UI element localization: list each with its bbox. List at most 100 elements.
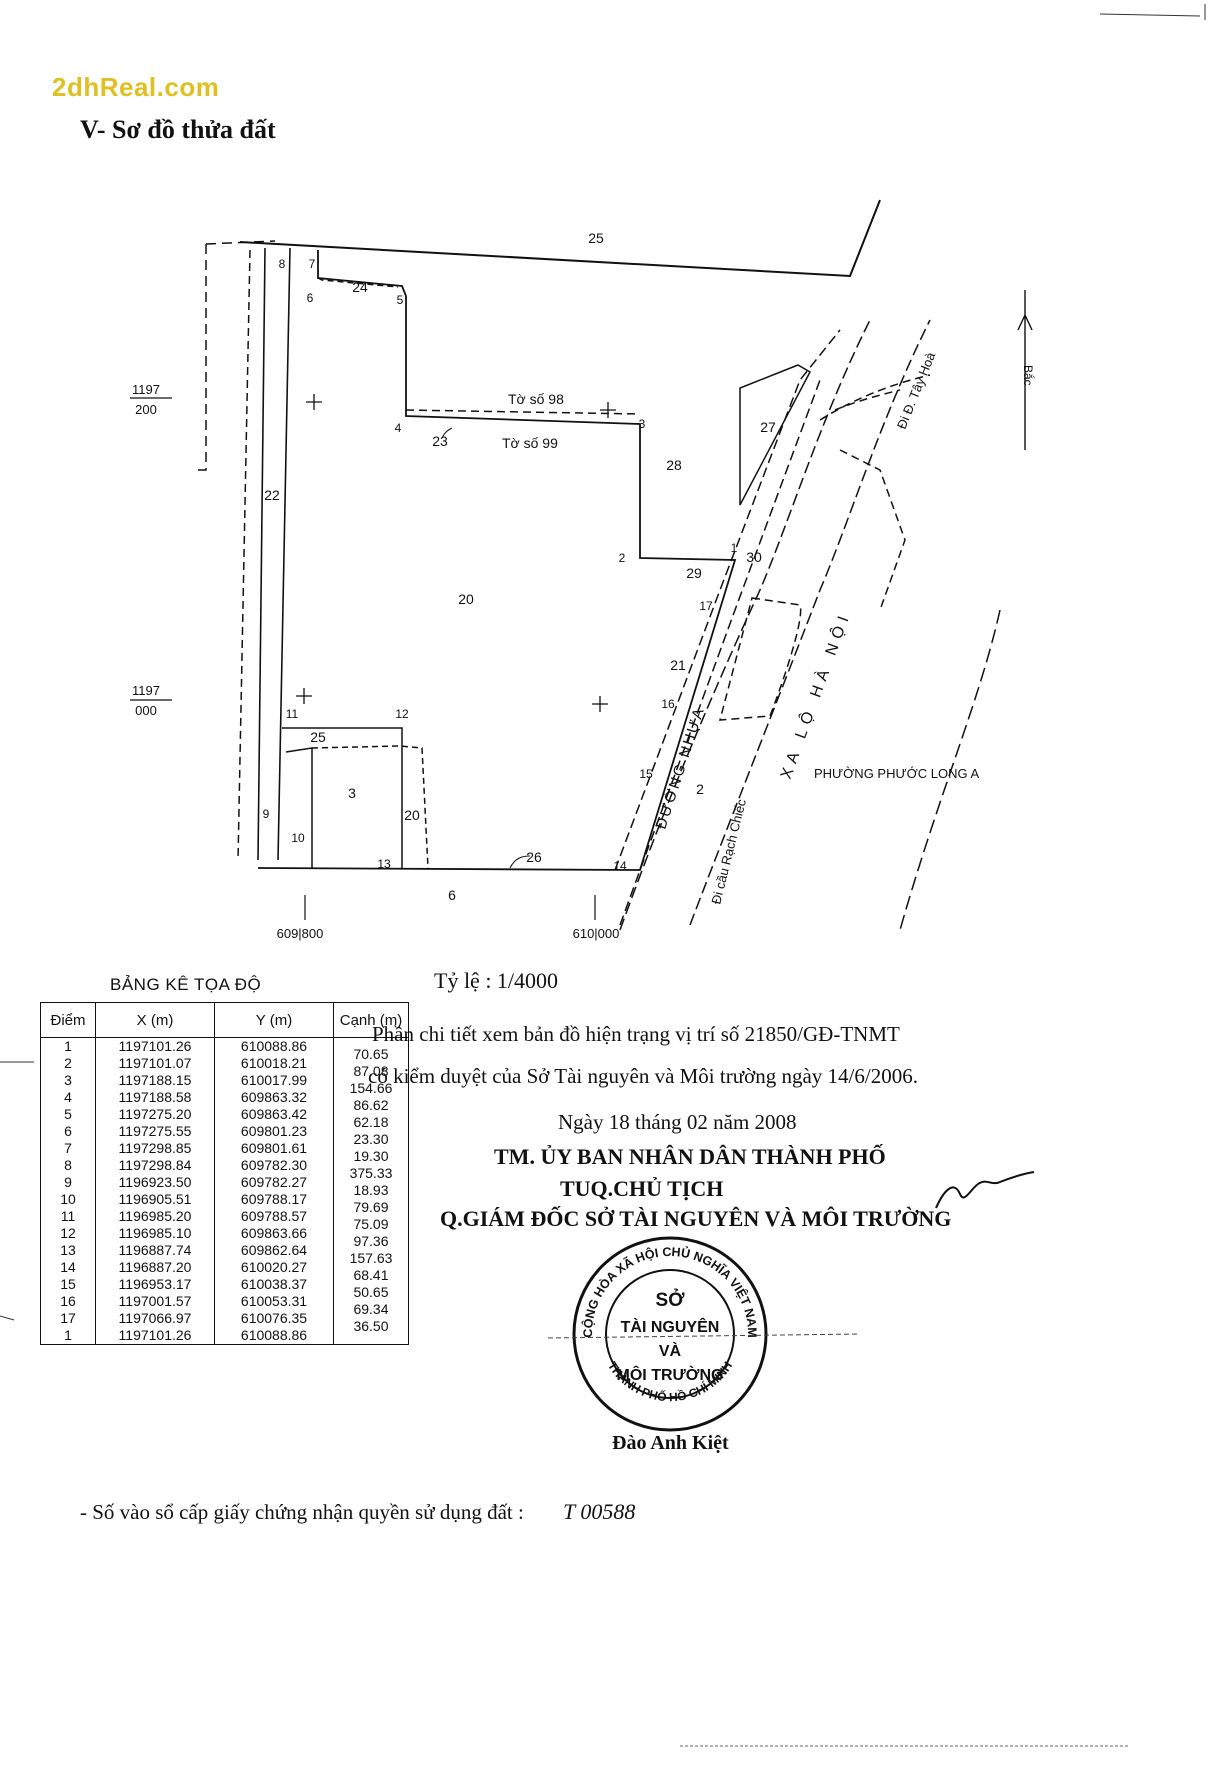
cell-point: 11	[40, 1208, 96, 1225]
cell-length: 36.50	[333, 1318, 409, 1345]
cell-length: 375.33	[333, 1165, 409, 1191]
parcel-number: 27	[760, 419, 776, 435]
parcel-number: 21	[670, 657, 686, 673]
cell-length: 154.66	[333, 1080, 409, 1106]
official-stamp: CỘNG HÒA XÃ HỘI CHỦ NGHĨA VIỆT NAM THÀNH…	[572, 1236, 768, 1432]
cell-y: 610020.27	[214, 1259, 334, 1276]
edge-length-value: 79.69	[353, 1199, 389, 1215]
cell-x: 1196953.17	[95, 1276, 215, 1293]
cell-y: 610076.35	[214, 1310, 334, 1327]
col-header-x: X (m)	[95, 1002, 215, 1038]
point-label: 4	[395, 421, 402, 435]
cell-y: 609863.42	[214, 1106, 334, 1123]
cell-length: 86.62	[333, 1097, 409, 1123]
cell-length: 18.93	[333, 1182, 409, 1208]
cell-length: 70.65	[333, 1046, 409, 1072]
edge-length-value: 86.62	[353, 1097, 389, 1113]
cell-length: 79.69	[333, 1199, 409, 1225]
cell-length: 75.09	[333, 1216, 409, 1242]
cell-length: 23.30	[333, 1131, 409, 1157]
x-tick-label: 609|800	[277, 926, 324, 941]
edge-length-value: 19.30	[353, 1148, 389, 1164]
cell-length: 50.65	[333, 1284, 409, 1310]
col-header-point: Điểm	[40, 1002, 96, 1038]
cell-y: 609782.30	[214, 1157, 334, 1174]
cell-y: 610038.37	[214, 1276, 334, 1293]
grid-label-den: 000	[135, 703, 157, 718]
road-xa-lo-edge-2	[689, 319, 931, 926]
stamp-center-line: MÔI TRƯỜNG	[617, 1365, 724, 1384]
cell-x: 1197188.15	[95, 1072, 215, 1089]
x-tick-label: 610|000	[573, 926, 620, 941]
cell-y: 609863.66	[214, 1225, 334, 1242]
cell-length: 69.34	[333, 1301, 409, 1327]
point-label: 9	[263, 807, 270, 821]
parcel-number: 20	[458, 591, 474, 607]
grid-label-num: 1197	[132, 382, 160, 397]
cell-point: 10	[40, 1191, 96, 1208]
top-boundary	[239, 199, 881, 278]
watermark-text: 2dhReal.com	[52, 72, 220, 102]
edge-length-value: 70.65	[353, 1046, 389, 1062]
edge-length-value: 68.41	[353, 1267, 389, 1283]
edge-length-value: 18.93	[353, 1182, 389, 1198]
cell-y: 609801.61	[214, 1140, 334, 1157]
org-line-2: TUQ.CHỦ TỊCH	[560, 1176, 724, 1201]
cell-point: 15	[40, 1276, 96, 1293]
point-label: 3	[639, 417, 646, 431]
edge-length-value: 23.30	[353, 1131, 389, 1147]
cell-x: 1196985.20	[95, 1208, 215, 1225]
parcel-number: 6	[448, 887, 456, 903]
point-label: 5	[397, 293, 404, 307]
cell-point: 13	[40, 1242, 96, 1259]
cell-length: 87.08	[333, 1063, 409, 1089]
point-label: 1	[731, 541, 738, 555]
grid-label-num: 1197	[132, 683, 160, 698]
cell-length: 97.36	[333, 1233, 409, 1259]
cell-length	[333, 1037, 409, 1055]
parcel-27-boundary	[739, 364, 811, 506]
edge-length-value: 87.08	[353, 1063, 389, 1079]
cell-x: 1196887.74	[95, 1242, 215, 1259]
cell-point: 17	[40, 1310, 96, 1327]
parcel-20-boundary	[257, 250, 737, 871]
cell-length: 62.18	[333, 1114, 409, 1140]
road-nhua-edge	[614, 329, 841, 871]
signer-name: Đào Anh Kiệt	[612, 1432, 729, 1454]
edge-length-value: 50.65	[353, 1284, 389, 1300]
north-arrow	[1017, 290, 1033, 450]
median-island	[719, 597, 802, 721]
cell-y: 609862.64	[214, 1242, 334, 1259]
col-header-length: Cạnh (m)	[333, 1002, 409, 1038]
edge-length-value: 36.50	[353, 1318, 389, 1334]
point-label: 10	[291, 831, 305, 845]
cell-point: 16	[40, 1293, 96, 1310]
point-label: 2	[619, 551, 626, 565]
note-line-1: Phần chi tiết xem bản đồ hiện trạng vị t…	[372, 1022, 900, 1046]
cell-y: 610053.31	[214, 1293, 334, 1310]
point-label: 11	[286, 707, 299, 721]
parcel-number: 25	[310, 729, 326, 745]
date-line: Ngày 18 tháng 02 năm 2008	[558, 1110, 797, 1134]
stamp-center-line: VÀ	[659, 1341, 682, 1360]
section-title: V- Sơ đồ thửa đất	[80, 115, 276, 144]
edge-length-value: 69.34	[353, 1301, 389, 1317]
cell-x: 1197001.57	[95, 1293, 215, 1310]
sheet-98-label: Tờ số 98	[508, 391, 564, 407]
parcel-number: 20	[404, 807, 420, 823]
north-label: Bắc	[1021, 365, 1036, 386]
parcel-number: 28	[666, 457, 682, 473]
